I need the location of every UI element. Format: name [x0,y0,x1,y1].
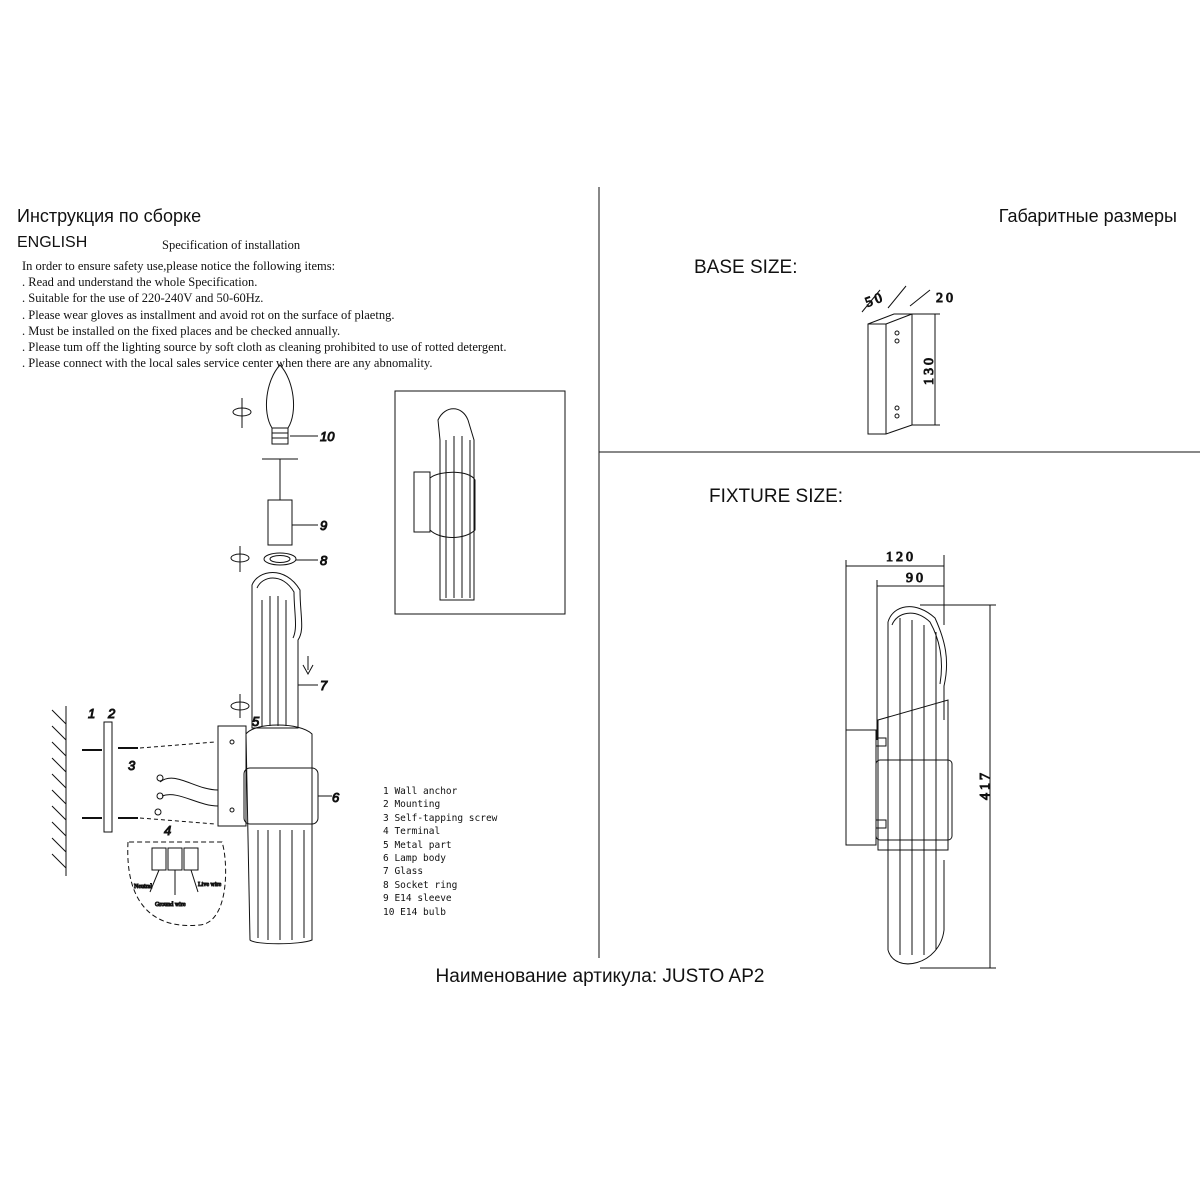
callout-9: 9 [320,518,327,533]
e14-sleeve-illustration [262,458,318,546]
instruction-line: . Suitable for the use of 220-240V and 5… [22,291,264,306]
base-size-label: BASE SIZE: [694,257,798,278]
callout-7: 7 [320,678,328,693]
callout-1: 1 [88,706,95,721]
fixture-size-drawing [845,555,996,969]
assembly-instructions-title: Инструкция по сборке [17,206,202,226]
safety-instructions: In order to ensure safety use,please not… [22,258,507,371]
rotation-arrows [230,398,252,718]
specification-heading: Specification of installation [162,238,301,252]
callout-4: 4 [164,823,171,838]
fixture-size-label: FIXTURE SIZE: [709,486,844,507]
wiring-neutral-label: Neutral [134,884,152,890]
part-item: 9 E14 sleeve [383,893,452,905]
glass-illustration [251,572,318,729]
bulb-illustration [266,364,318,445]
callout-2: 2 [107,706,116,721]
callout-8: 8 [320,553,328,568]
wiring-ground-label: Ground wire [155,902,186,908]
base-depth-value: 50 [863,290,887,311]
part-item: 10 E14 bulb [383,906,446,918]
wall-mount-illustration [51,706,219,876]
part-item: 5 Metal part [383,839,452,851]
instruction-line: . Must be installed on the fixed places … [22,323,341,338]
instruction-line: . Please wear gloves as installment and … [22,307,395,322]
instruction-line: . Please tum off the lighting source by … [22,340,507,355]
callout-3: 3 [128,758,136,773]
part-item: 6 Lamp body [383,853,446,865]
language-label: ENGLISH [17,234,88,251]
lamp-body-illustration [217,724,332,945]
callout-5: 5 [252,714,260,729]
article-name: Наименование артикула: JUSTO AP2 [435,966,765,987]
part-item: 8 Socket ring [383,879,458,891]
fixture-body-depth-value: 90 [906,571,926,586]
base-width-value: 20 [936,291,956,306]
callout-10: 10 [320,429,335,444]
part-item: 1 Wall anchor [383,786,458,797]
part-item: 4 Terminal [383,826,441,838]
wiring-live-label: Live wire [198,882,221,888]
instruction-line: . Please connect with the local sales se… [22,356,433,371]
instruction-line: . Read and understand the whole Specific… [22,275,258,290]
assembled-preview [394,390,566,615]
part-item: 3 Self-tapping screw [383,812,498,824]
dimensions-title: Габаритные размеры [998,206,1177,226]
fixture-depth-value: 120 [886,550,916,565]
fixture-height-value: 417 [978,770,993,800]
instruction-line: In order to ensure safety use,please not… [22,259,336,273]
base-size-drawing [861,285,940,435]
part-item: 2 Mounting [383,799,441,811]
part-item: 7 Glass [383,866,424,878]
parts-list: 1 Wall anchor 2 Mounting 3 Self-tapping … [383,785,497,919]
callout-6: 6 [332,790,340,805]
base-height-value: 130 [922,355,937,385]
wiring-detail [127,841,227,927]
socket-ring-illustration [263,552,318,566]
